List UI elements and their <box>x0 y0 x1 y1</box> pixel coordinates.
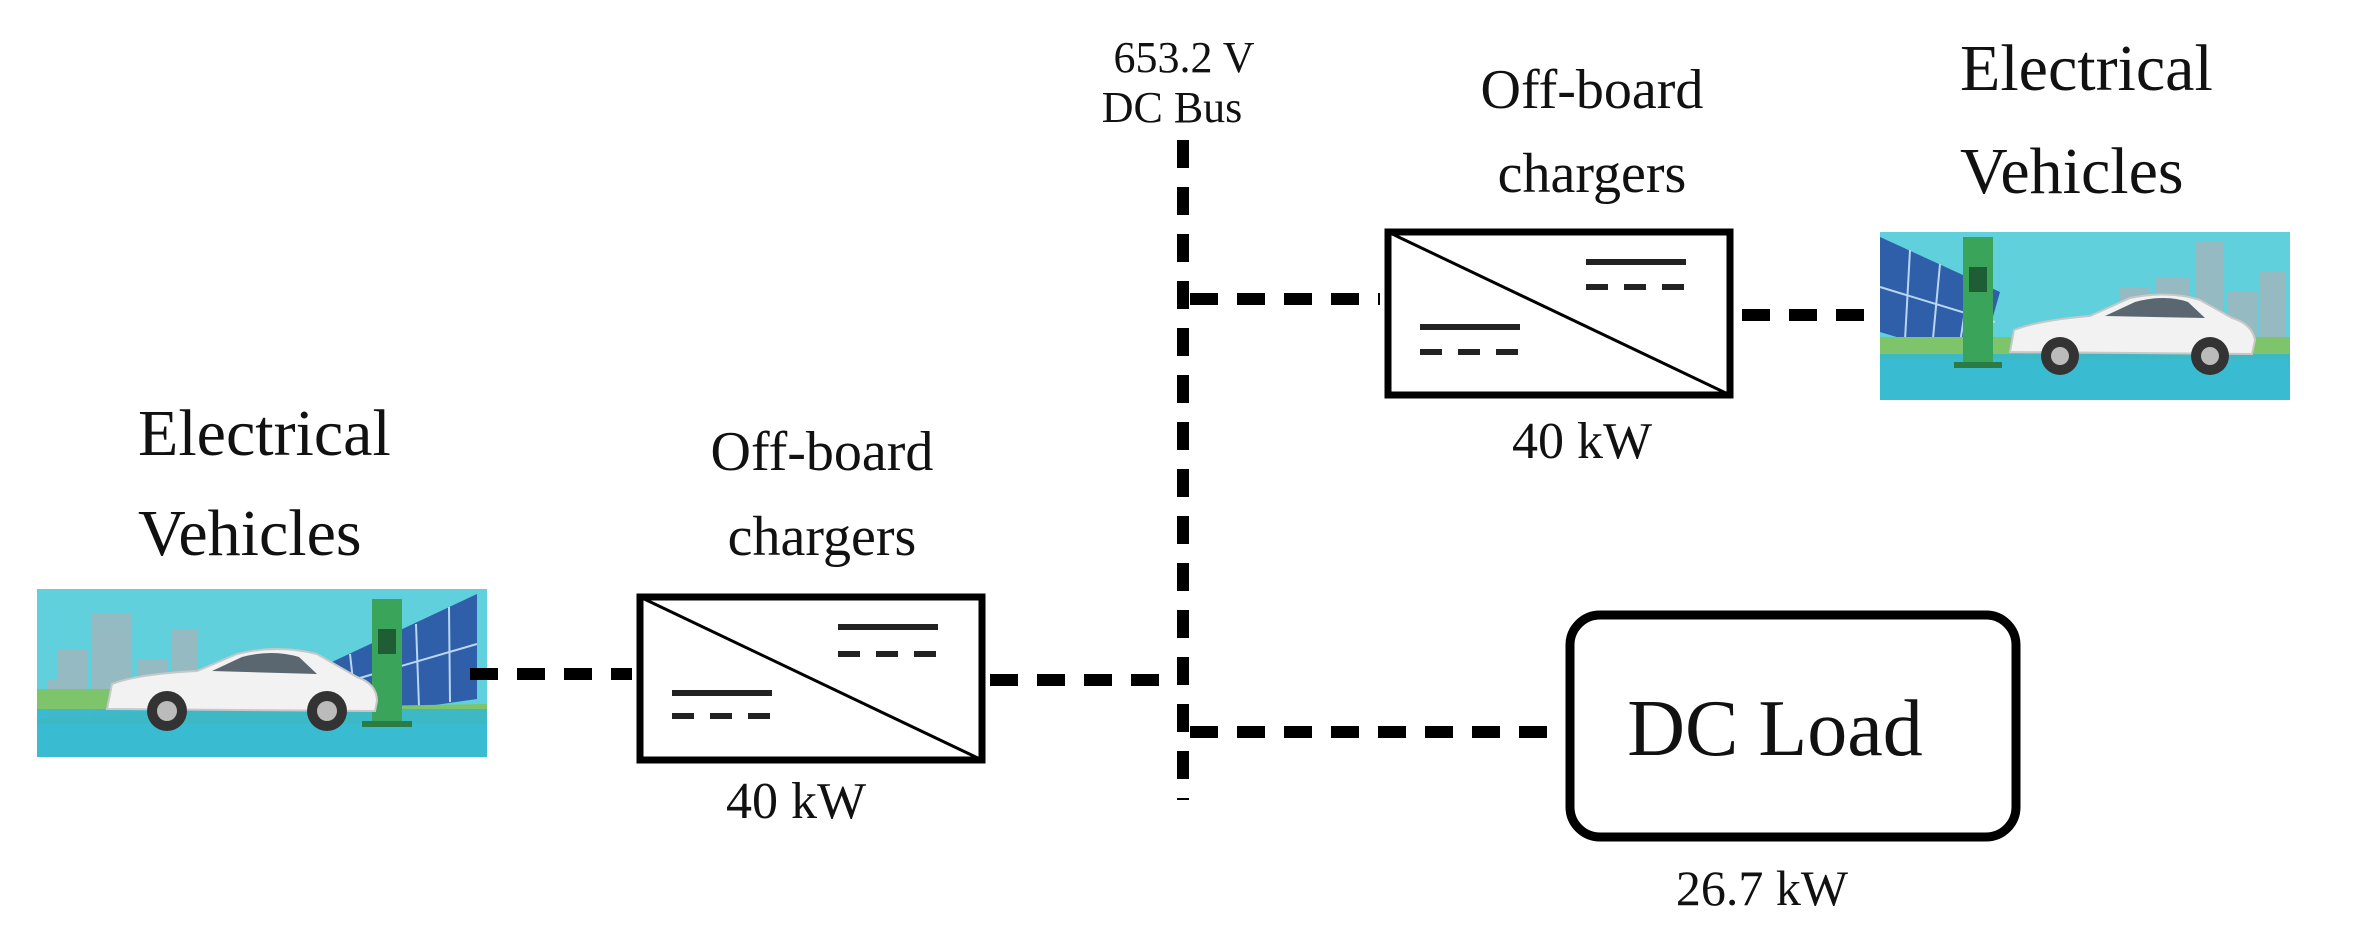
right-ev-label-line1: Electrical <box>1960 32 2213 105</box>
right-charger-dc-symbol-top <box>1586 259 1686 290</box>
right-ev-label-line2: Vehicles <box>1960 135 2184 208</box>
left-charger-rating: 40 kW <box>726 773 866 830</box>
left-ev-image <box>37 589 487 757</box>
left-charger-converter-box <box>636 593 986 764</box>
right-charger-dc-symbol-bottom <box>1420 324 1520 355</box>
left-car-icon <box>105 648 379 731</box>
right-charger-converter-box <box>1384 228 1734 399</box>
right-ev-image <box>1879 232 2290 400</box>
left-charger-dc-symbol-bottom <box>672 690 772 719</box>
left-charger-label-line2: chargers <box>728 506 917 568</box>
right-car-icon <box>2008 293 2257 375</box>
dc-load-label: DC Load <box>1627 685 1923 773</box>
dc-load-rating: 26.7 kW <box>1676 860 1849 916</box>
dc-load-box <box>1565 610 2021 842</box>
left-charger-dc-symbol-top <box>838 624 938 657</box>
bus-name-label: DC Bus <box>1102 83 1243 132</box>
bus-voltage-label: 653.2 V <box>1114 33 1255 82</box>
right-charger-label-line1: Off-board <box>1481 59 1704 121</box>
left-ev-label-line1: Electrical <box>138 397 391 470</box>
right-charger-rating: 40 kW <box>1512 413 1652 470</box>
left-ev-label-line2: Vehicles <box>138 497 362 570</box>
left-charger-label-line1: Off-board <box>711 421 934 483</box>
right-charging-post <box>1954 237 2002 368</box>
right-charger-label-line2: chargers <box>1498 143 1687 205</box>
